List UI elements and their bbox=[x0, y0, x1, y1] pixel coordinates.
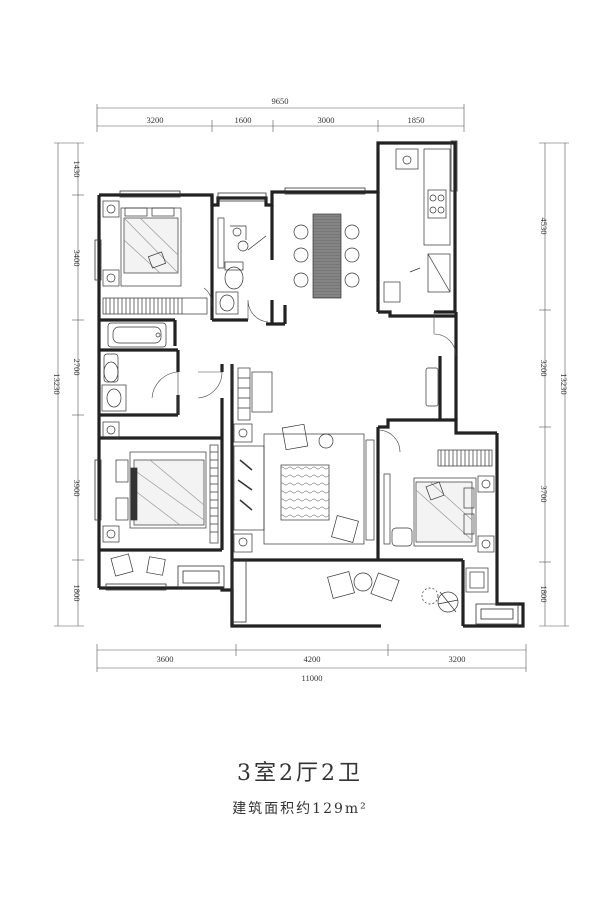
dim-left-5: 1800 bbox=[72, 585, 82, 602]
dim-left-1: 1430 bbox=[72, 161, 82, 178]
bedroom-3 bbox=[383, 449, 495, 553]
dim-top-total: 9650 bbox=[272, 96, 289, 106]
area-label: 建筑面积约129m² bbox=[232, 801, 368, 817]
dim-bottom-total: 11000 bbox=[302, 673, 323, 683]
kitchen bbox=[383, 148, 451, 407]
dim-right-2: 3200 bbox=[539, 360, 549, 377]
dim-left-2: 3400 bbox=[72, 250, 82, 267]
living-room bbox=[233, 367, 375, 553]
bathroom-1 bbox=[101, 322, 167, 412]
dim-top-1: 3200 bbox=[147, 115, 164, 125]
doors bbox=[151, 287, 457, 453]
dim-left-4: 3900 bbox=[72, 480, 82, 497]
dimension-lines bbox=[54, 104, 569, 672]
dim-bottom-1: 3600 bbox=[157, 654, 174, 664]
windows bbox=[94, 140, 519, 625]
dim-left-total: 13230 bbox=[52, 373, 62, 394]
walls bbox=[97, 141, 525, 628]
dim-right-total: 13230 bbox=[559, 373, 569, 394]
master-bedroom bbox=[102, 421, 219, 577]
dim-bottom-3: 3200 bbox=[449, 654, 466, 664]
bathroom-2 bbox=[215, 217, 267, 315]
dim-top-3: 3000 bbox=[318, 115, 335, 125]
dim-left-3: 2700 bbox=[72, 359, 82, 376]
dim-right-4: 1800 bbox=[539, 586, 549, 603]
layout-title: 3室2厅2卫 bbox=[237, 761, 363, 786]
dim-top-4: 1850 bbox=[408, 115, 425, 125]
dining-area bbox=[293, 213, 360, 299]
dim-right-1: 4530 bbox=[539, 218, 549, 235]
dim-bottom-2: 4200 bbox=[304, 654, 321, 664]
dim-top-2: 1600 bbox=[235, 115, 252, 125]
dim-right-3: 3700 bbox=[539, 486, 549, 503]
bedroom-2 bbox=[102, 200, 208, 315]
dimension-labels: 9650 3200 1600 3000 1850 3600 4200 3200 … bbox=[52, 96, 569, 683]
balcony bbox=[327, 567, 489, 613]
